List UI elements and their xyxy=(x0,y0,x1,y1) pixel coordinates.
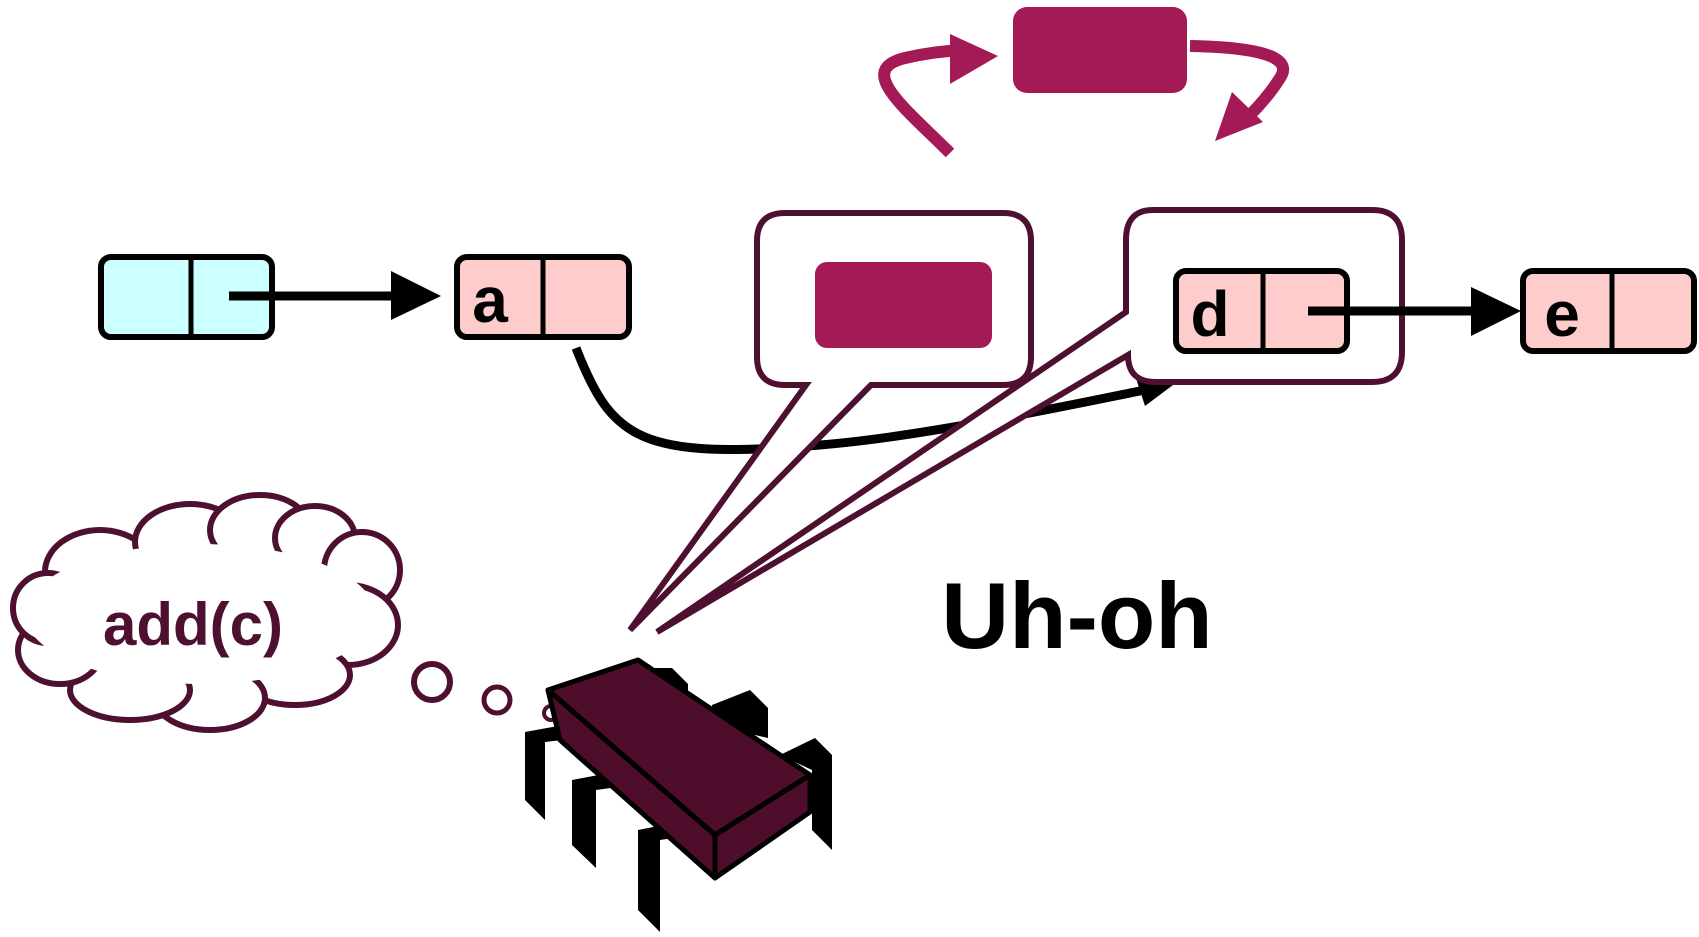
a-to-d-arrow xyxy=(571,346,1146,454)
lock-swap-icon xyxy=(878,7,1289,158)
curved-arrow-right-head xyxy=(1215,92,1263,141)
thought-cloud-icon: add(c) xyxy=(10,492,560,733)
bug-body-front xyxy=(712,772,813,881)
curved-arrow-left-head xyxy=(950,34,998,84)
held-lock-box xyxy=(815,262,992,348)
bug-leg xyxy=(525,722,580,820)
thought-text: add(c) xyxy=(103,591,283,658)
node-a-label: a xyxy=(472,264,508,336)
bug-leg xyxy=(638,818,700,932)
thought-bubble-dot-medium xyxy=(481,684,513,716)
thought-bubble-dot-large xyxy=(411,661,453,703)
bug-leg xyxy=(572,770,625,868)
curved-arrow-left xyxy=(878,44,966,158)
moving-lock-box xyxy=(1013,7,1187,93)
node-e-label: e xyxy=(1544,278,1580,350)
d-to-e-arrowhead xyxy=(1471,287,1521,336)
uh-oh-text: Uh-oh xyxy=(941,563,1212,668)
bug-leg xyxy=(780,738,832,850)
head-to-a-arrowhead xyxy=(391,271,441,320)
curved-arrow-right xyxy=(1189,40,1289,120)
lock-speech-bubble-left xyxy=(627,210,1034,633)
node-d-label: d xyxy=(1190,278,1229,350)
list-node-a: a xyxy=(454,254,632,340)
bug-thread-icon xyxy=(525,657,832,932)
list-node-e: e xyxy=(1520,268,1697,354)
